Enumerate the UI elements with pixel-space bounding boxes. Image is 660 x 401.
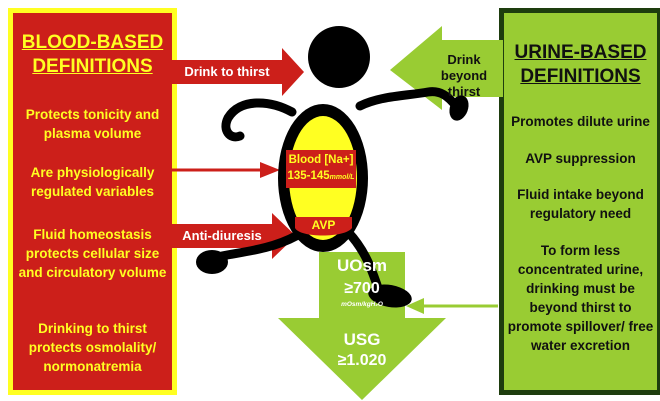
avp-label: AVP (311, 218, 336, 232)
urine-item-3: Fluid intake beyond regulatory need (517, 187, 644, 221)
blood-na-range: 135-145 (287, 170, 330, 182)
urine-down-arrow (278, 252, 446, 400)
runner-head (308, 26, 370, 88)
usg-label: USG (343, 330, 381, 349)
blood-based-title: BLOOD-BASED DEFINITIONS (21, 32, 164, 77)
urine-based-panel: URINE-BASED DEFINITIONS Promotes dilute … (499, 8, 660, 395)
blood-item-4: Drinking to thirst protects osmolality/ … (28, 321, 157, 374)
usg-block: USG ≥1.020 (319, 330, 405, 372)
blood-na-box (286, 150, 356, 188)
regulated-variables-arrow-head (260, 162, 280, 178)
spillover-arrow-head (406, 298, 424, 314)
drink-beyond-thirst-label: Drink beyond thirst (440, 52, 488, 99)
blood-na-range-line: 135-145mmol/L (286, 168, 356, 186)
uosm-value: ≥700 (344, 280, 380, 297)
drink-to-thirst-label: Drink to thirst (184, 64, 270, 79)
usg-value: ≥1.020 (337, 352, 387, 369)
blood-item-1: Protects tonicity and plasma volume (25, 107, 160, 141)
uosm-unit: mOsm/kgH₂O (341, 301, 383, 308)
uosm-label: UOsm (336, 256, 388, 275)
blood-item-3: Fluid homeostasis protects cellular size… (18, 227, 167, 280)
avp-shape (295, 217, 352, 236)
drink-to-thirst-arrow (172, 48, 304, 96)
blood-based-panel: BLOOD-BASED DEFINITIONS Protects tonicit… (8, 8, 177, 395)
blood-na-label: Blood [Na+] (288, 154, 354, 166)
urine-item-4: To form less concentrated urine, drinkin… (507, 243, 654, 353)
blood-item-2: Are physiologically regulated variables (30, 165, 155, 199)
blood-na-text: Blood [Na+] 135-145mmol/L (286, 152, 356, 186)
urine-based-title: URINE-BASED DEFINITIONS (514, 42, 647, 87)
blood-na-unit: mmol/L (329, 174, 355, 181)
urine-item-2: AVP suppression (525, 151, 636, 166)
uosm-block: UOsm ≥700 mOsm/kgH₂O (319, 256, 405, 309)
anti-diuresis-label: Anti-diuresis (182, 228, 262, 243)
urine-item-1: Promotes dilute urine (511, 114, 650, 129)
